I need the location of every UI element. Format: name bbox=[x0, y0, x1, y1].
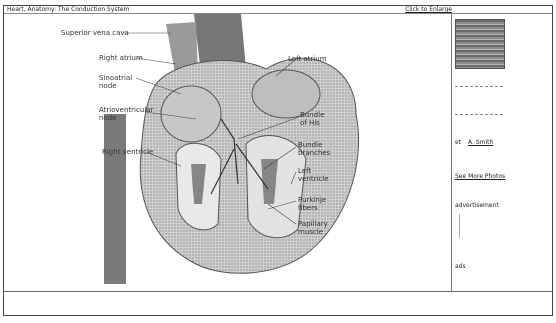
inferior-vena-cava-shape bbox=[104, 114, 126, 284]
sidebar-link-b[interactable]: See More Photos bbox=[455, 173, 505, 180]
sidebar-divider bbox=[455, 86, 503, 87]
sidebar-ad-label: advertisement bbox=[455, 202, 499, 209]
left-ventricle-chamber bbox=[246, 136, 306, 238]
page-frame: Heart, Anatomy: The Conduction System Cl… bbox=[3, 5, 553, 316]
page-title: Heart, Anatomy: The Conduction System bbox=[7, 6, 129, 13]
label-sinoatrial-node: Sinoatrial node bbox=[99, 74, 133, 90]
label-right-atrium: Right atrium bbox=[99, 54, 143, 62]
label-left-ventricle: Left ventricle bbox=[298, 167, 332, 183]
label-purkinje-fibers: Purkinje fibers bbox=[298, 196, 332, 212]
label-left-atrium: Left atrium bbox=[288, 55, 327, 63]
heart-figure[interactable]: Superior vena cava Right atrium Sinoatri… bbox=[6, 14, 452, 292]
sidebar-thumbnail[interactable] bbox=[455, 19, 505, 69]
label-bundle-branches: Bundle branches bbox=[298, 141, 332, 157]
right-atrium-shape bbox=[161, 86, 221, 142]
label-superior-vena-cava: Superior vena cava bbox=[61, 29, 129, 37]
label-papillary-muscle: Papillary muscle bbox=[298, 220, 336, 236]
label-bundle-of-his: Bundle of His bbox=[300, 111, 330, 127]
sidebar-divider bbox=[459, 214, 460, 238]
enlarge-link[interactable]: Click to Enlarge bbox=[405, 6, 452, 13]
sidebar-ad-text: ads bbox=[455, 263, 466, 270]
header-bar: Heart, Anatomy: The Conduction System Cl… bbox=[4, 6, 552, 14]
heart-diagram bbox=[6, 14, 451, 291]
sidebar-divider bbox=[455, 114, 503, 115]
label-atrioventricular-node: Atrioventricular node bbox=[99, 106, 147, 122]
sidebar-prefix: et bbox=[455, 139, 461, 146]
sidebar-link-a[interactable]: A. Smith bbox=[468, 139, 493, 146]
footer-divider bbox=[4, 291, 552, 292]
label-right-ventricle: Right ventricle bbox=[102, 148, 153, 156]
